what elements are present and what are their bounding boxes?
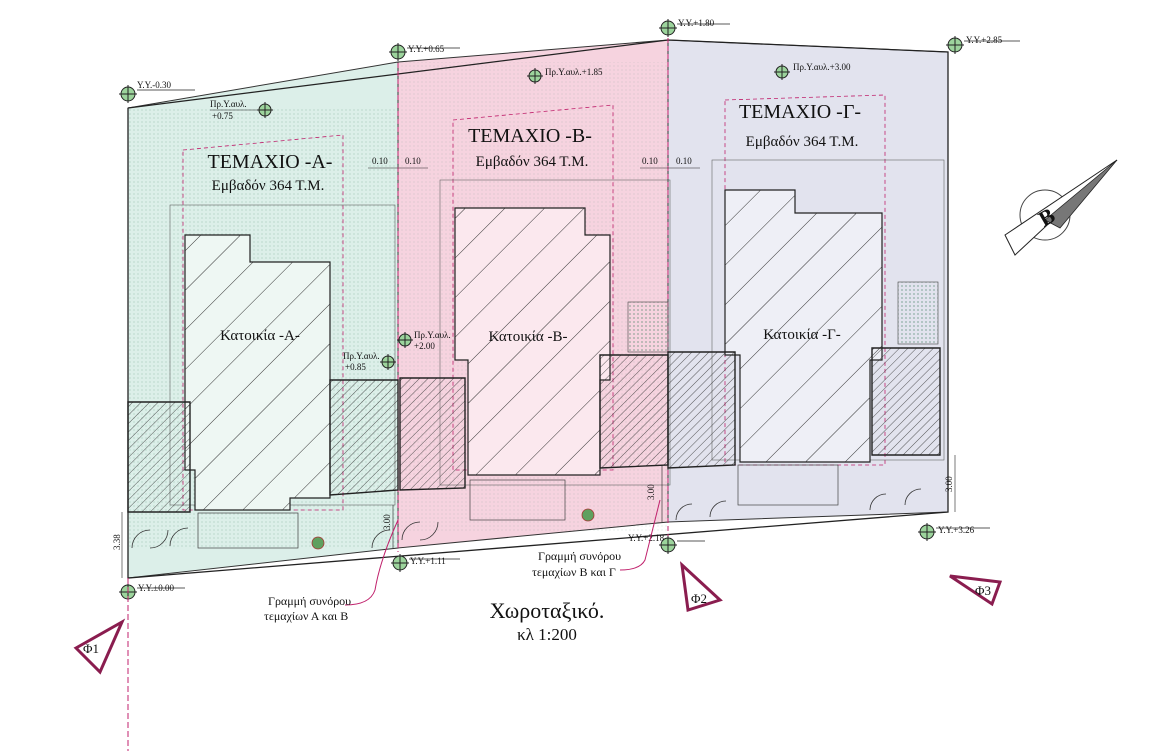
yard-level-a-mid-2: +0.85 [345, 362, 366, 372]
dim-gap-ab-right: 0.10 [405, 156, 421, 166]
setback-a [182, 134, 344, 511]
elev-label-bc-front: Υ.Υ.+2.18 [628, 533, 665, 543]
elev-label-a-front: Υ.Υ.±0.00 [138, 583, 174, 593]
house-b-label: Κατοικία -Β- [489, 329, 568, 345]
note-boundary-bc-1: Γραμμή συνόρου [538, 549, 621, 563]
house-c-label: Κατοικία -Γ- [763, 327, 841, 343]
plot-c-title: ΤΕΜΑΧΙΟ -Γ- [739, 101, 861, 123]
yard-level-a-top-2: +0.75 [212, 111, 233, 121]
house-b [399, 179, 671, 521]
note-boundary-ab-1: Γραμμή συνόρου [268, 594, 351, 608]
view-marker-f2-icon [679, 561, 723, 612]
elev-label-c-front: Υ.Υ.+3.26 [938, 525, 975, 535]
yard-level-a-top-1: Πρ.Υ.αυλ. [210, 99, 247, 109]
garage-b-right [599, 354, 669, 469]
dim-gap-ab-left: 0.10 [372, 156, 388, 166]
yard-level-b-mid-2: +2.00 [414, 341, 435, 351]
dim-300-b: 3.00 [646, 484, 656, 500]
yard-level-c-top: Πρ.Υ.αυλ.+3.00 [793, 62, 851, 72]
leader-boundary-ab [344, 519, 399, 606]
view-label-f3: Φ3 [975, 583, 991, 598]
view-marker-f1-icon [73, 618, 126, 675]
setback-b [452, 104, 614, 471]
yard-level-b-mid-1: Πρ.Υ.αυλ. [414, 330, 451, 340]
garage-c-left [667, 351, 736, 469]
note-boundary-ab-2: τεμαχίων Α και Β [264, 609, 348, 623]
garage-c-right [871, 347, 941, 456]
elev-label-bc-back: Υ.Υ.+1.80 [678, 18, 715, 28]
dim-gap-bc-left: 0.10 [642, 156, 658, 166]
view-label-f2: Φ2 [691, 591, 707, 606]
house-a-label: Κατοικία -Α- [220, 328, 300, 344]
view-marker-f3-icon [949, 574, 1003, 607]
yard-level-b-top: Πρ.Υ.αυλ.+1.85 [545, 67, 603, 77]
view-label-f1: Φ1 [83, 641, 99, 656]
plot-b-title: ΤΕΜΑΧΙΟ -Β- [468, 125, 592, 147]
entrance-gates [131, 488, 922, 549]
garage-b-left [399, 377, 466, 491]
elev-label-ab-back: Υ.Υ.+0.65 [408, 44, 445, 54]
house-c [667, 159, 945, 506]
elev-label-a-back: Υ.Υ.-0.30 [137, 80, 172, 90]
dim-300-c: 3.00 [944, 476, 954, 492]
note-boundary-bc-2: τεμαχίων Β και Γ [532, 565, 616, 579]
drawing-scale: κλ 1:200 [517, 625, 577, 644]
plot-a-area-label: Εμβαδόν 364 Τ.Μ. [212, 178, 325, 194]
plot-a-title: ΤΕΜΑΧΙΟ -Α- [208, 151, 333, 173]
tree-icon [311, 508, 595, 550]
plot-b-area-label: Εμβαδόν 364 Τ.Μ. [476, 154, 589, 170]
elevation-marker-icon [119, 19, 964, 601]
garage-a-right [329, 379, 399, 496]
dim-300-a: 3.00 [382, 514, 392, 530]
garage-a-left [127, 401, 191, 513]
elev-label-c-back: Υ.Υ.+2.85 [966, 35, 1003, 45]
dim-gap-bc-right: 0.10 [676, 156, 692, 166]
setback-c [724, 94, 886, 466]
elev-label-ab-front: Υ.Υ.+1.11 [410, 556, 446, 566]
drawing-title: Χωροταξικό. [490, 598, 605, 623]
north-arrow-icon [1004, 159, 1118, 256]
dim-338: 3.38 [112, 534, 122, 550]
yard-level-a-mid-1: Πρ.Υ.αυλ. [343, 351, 380, 361]
leader-boundary-bc [619, 499, 661, 571]
plot-c-area-label: Εμβαδόν 364 Τ.Μ. [746, 134, 859, 150]
house-a [127, 204, 399, 549]
